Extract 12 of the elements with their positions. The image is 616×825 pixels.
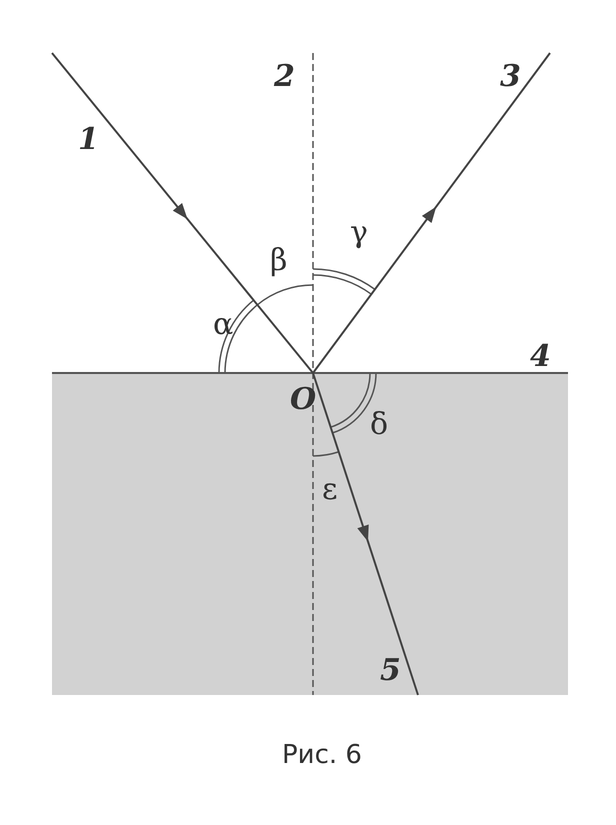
angle-label: α — [213, 310, 234, 340]
figure-caption: Рис. 6 — [282, 742, 362, 768]
angle-label: γ — [350, 218, 368, 248]
angle-label: β — [270, 246, 288, 276]
point-label: O — [290, 385, 316, 415]
ray-number: 4 — [530, 342, 551, 372]
angle-label: ε — [322, 475, 338, 505]
ray-number: 5 — [380, 656, 401, 686]
ray-number: 1 — [78, 125, 99, 155]
angle-label: δ — [370, 410, 388, 440]
ray-number: 3 — [500, 62, 521, 92]
ray-number: 2 — [274, 62, 295, 92]
